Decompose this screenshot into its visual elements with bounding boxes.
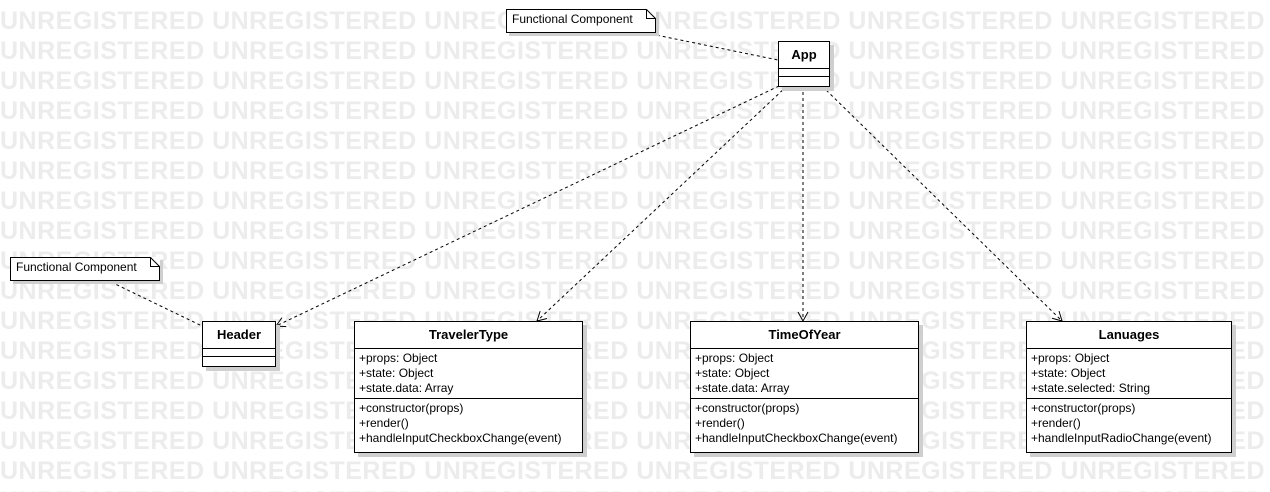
- class-lanuages-name: Lanuages: [1027, 322, 1231, 349]
- attribute: +props: Object: [359, 351, 438, 365]
- dependency-app-travelertype: [536, 85, 788, 322]
- operation: +constructor(props): [359, 401, 464, 415]
- operation: +handleInputRadioChange(event): [1031, 431, 1212, 445]
- class-app[interactable]: App: [778, 41, 830, 87]
- attribute: +props: Object: [1031, 351, 1110, 365]
- attribute: +state.selected: String: [1031, 381, 1151, 395]
- note-outline: [506, 9, 656, 33]
- note-outline: [10, 257, 160, 281]
- operation: +render(): [1031, 416, 1081, 430]
- class-header[interactable]: Header: [202, 321, 276, 367]
- operation: +handleInputCheckboxChange(event): [695, 431, 898, 445]
- note-app-text: Functional Component: [512, 12, 633, 26]
- attribute: +props: Object: [695, 351, 774, 365]
- operation: +constructor(props): [695, 401, 800, 415]
- note-header-text: Functional Component: [16, 260, 137, 274]
- class-header-operations: [203, 357, 275, 364]
- attribute: +state.data: Array: [695, 381, 790, 395]
- note-link-header: [110, 281, 203, 327]
- class-travelertype-name: TravelerType: [355, 322, 582, 349]
- dependency-app-header: [275, 85, 780, 328]
- attribute: +state: Object: [1031, 366, 1106, 380]
- class-lanuages-operations: +constructor(props) +render() +handleInp…: [1027, 399, 1231, 448]
- operation: +render(): [359, 416, 409, 430]
- operation: +render(): [695, 416, 745, 430]
- class-app-attributes: [779, 69, 829, 77]
- class-travelertype-operations: +constructor(props) +render() +handleInp…: [355, 399, 582, 448]
- class-timeofyear-operations: +constructor(props) +render() +handleInp…: [691, 399, 918, 448]
- dependency-app-lanuages: [821, 85, 1063, 322]
- class-timeofyear-attributes: +props: Object +state: Object +state.dat…: [691, 349, 918, 399]
- class-timeofyear-name: TimeOfYear: [691, 322, 918, 349]
- class-travelertype-attributes: +props: Object +state: Object +state.dat…: [355, 349, 582, 399]
- attribute: +state.data: Array: [359, 381, 454, 395]
- operation: +handleInputCheckboxChange(event): [359, 431, 562, 445]
- class-header-name: Header: [203, 322, 275, 349]
- class-timeofyear[interactable]: TimeOfYear +props: Object +state: Object…: [690, 321, 919, 453]
- note-header[interactable]: Functional Component: [10, 257, 160, 281]
- class-lanuages-attributes: +props: Object +state: Object +state.sel…: [1027, 349, 1231, 399]
- attribute: +state: Object: [359, 366, 434, 380]
- operation: +constructor(props): [1031, 401, 1136, 415]
- note-link-app: [650, 33, 779, 61]
- class-lanuages[interactable]: Lanuages +props: Object +state: Object +…: [1026, 321, 1232, 453]
- class-travelertype[interactable]: TravelerType +props: Object +state: Obje…: [354, 321, 583, 453]
- note-app[interactable]: Functional Component: [506, 9, 656, 33]
- attribute: +state: Object: [695, 366, 770, 380]
- class-header-attributes: [203, 349, 275, 357]
- class-app-name: App: [779, 42, 829, 69]
- class-app-operations: [779, 77, 829, 84]
